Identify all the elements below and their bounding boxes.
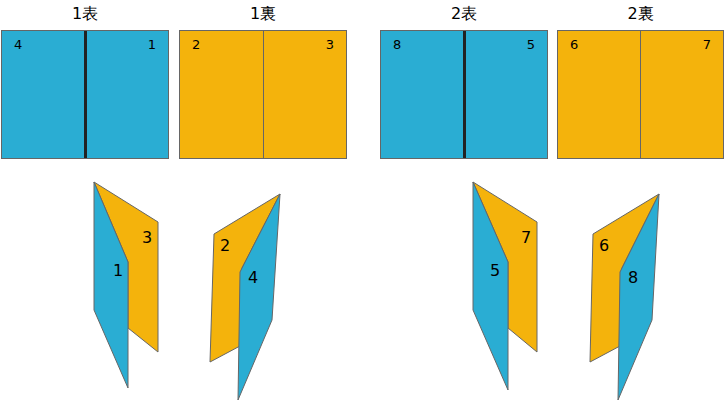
page-number: 5 (527, 37, 535, 52)
page-number: 4 (14, 37, 22, 52)
folded-leaf (94, 182, 128, 388)
fold-line (463, 31, 466, 158)
page-number: 8 (628, 268, 638, 287)
page-number: 7 (703, 37, 711, 52)
folded-leaf (238, 194, 280, 400)
page-number: 2 (192, 37, 200, 52)
page-number: 1 (113, 261, 123, 280)
page-number: 4 (248, 268, 258, 287)
page-number: 3 (142, 228, 152, 247)
page-sheet: 1裏23 (179, 30, 347, 159)
page-number: 5 (490, 261, 500, 280)
page-sheet: 2表85 (380, 30, 548, 159)
page-number: 8 (393, 37, 401, 52)
page-number: 3 (326, 37, 334, 52)
page-number: 6 (570, 37, 578, 52)
page-sheet: 2裏67 (557, 30, 724, 159)
sheet-title: 2裏 (558, 4, 723, 25)
sheet-title: 1裏 (180, 4, 346, 25)
page-number: 1 (148, 37, 156, 52)
page-number: 6 (599, 236, 609, 255)
page-number: 7 (521, 228, 531, 247)
fold-line (640, 31, 641, 158)
sheet-title: 2表 (381, 4, 547, 25)
fold-line (263, 31, 264, 158)
folded-leaf (473, 182, 508, 390)
folded-leaf (618, 194, 659, 400)
page-number: 2 (220, 236, 230, 255)
fold-line (84, 31, 87, 158)
sheet-title: 1表 (2, 4, 168, 25)
page-sheet: 1表41 (1, 30, 169, 159)
